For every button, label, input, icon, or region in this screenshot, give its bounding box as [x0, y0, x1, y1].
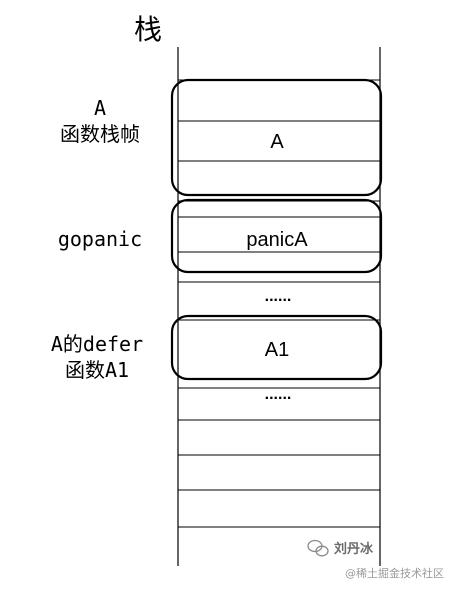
a-frame-label-line1: A [93, 96, 107, 120]
a1-frame-text: A1 [265, 339, 289, 361]
stack-title: 栈 [134, 13, 163, 46]
gopanic-label: gopanic [57, 227, 143, 251]
panic-frame-box [170, 198, 383, 274]
a-frame-text: A [270, 131, 284, 153]
a-frame-box [170, 78, 383, 197]
wechat-icon [307, 539, 329, 557]
a-frame-label: A 函数栈帧 [30, 95, 170, 147]
defer-frame-label-line1: A的defer [50, 332, 144, 356]
watermark-name: 刘丹冰 [334, 541, 374, 557]
a1-frame-box [170, 314, 383, 381]
a-frame-label-line2: 函数栈帧 [60, 122, 140, 146]
ellipsis-2: ...... [265, 386, 292, 403]
ellipsis-1: ...... [265, 288, 292, 305]
panic-frame-text: panicA [246, 229, 308, 251]
defer-frame-label-line2: 函数A1 [64, 358, 130, 382]
watermark-site: @稀土掘金技术社区 [345, 566, 444, 580]
defer-frame-label: A的defer 函数A1 [22, 331, 172, 383]
